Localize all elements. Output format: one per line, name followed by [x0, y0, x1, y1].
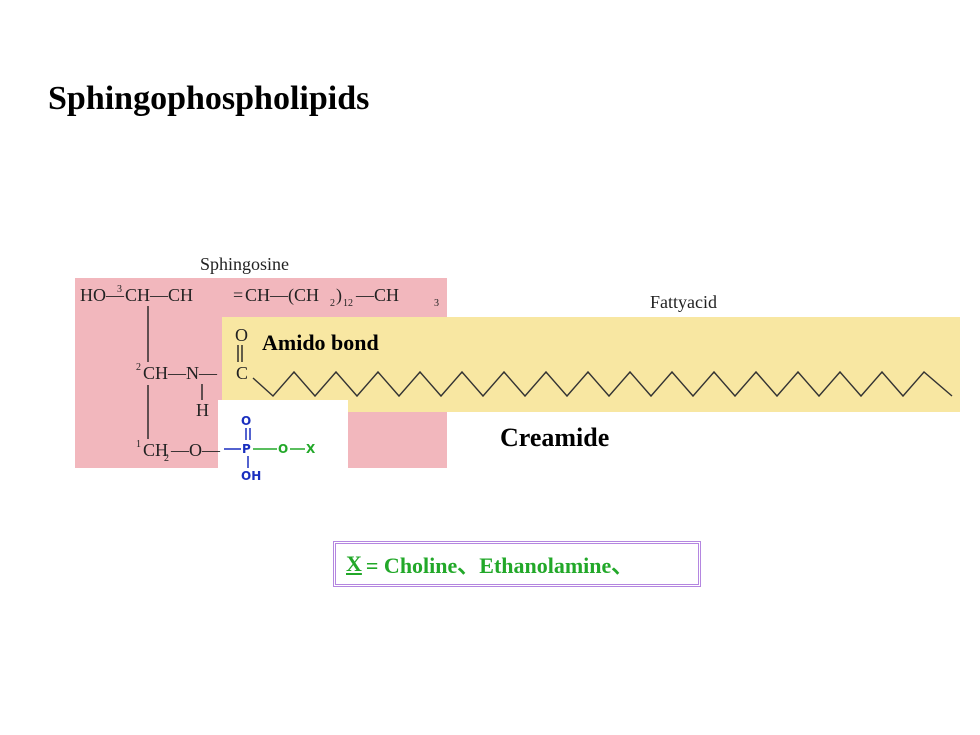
phosphate-x: X [306, 442, 316, 456]
phosphate-oh: OH [241, 469, 261, 483]
fatty-acid-chain [252, 370, 953, 398]
c1-locant: 1 [136, 439, 141, 450]
fatty-acid-highlight [222, 317, 960, 412]
row1-ch-b: CH—(CH [245, 285, 319, 306]
row3-sub2: 2 [164, 453, 169, 464]
row1-sub3: 3 [434, 298, 439, 309]
c2-locant: 2 [136, 362, 141, 373]
fatty-acid-label: Fattyacid [650, 292, 717, 312]
row1-close: ) [336, 285, 342, 306]
carbonyl-c: C [236, 363, 248, 383]
c3-locant: 3 [117, 284, 122, 295]
sphingosine-label: Sphingosine [200, 254, 290, 274]
row1-double-bond: = [233, 285, 243, 305]
phosphate-o-top: O [241, 414, 251, 428]
phosphate-o-right: O [278, 442, 288, 456]
substituent-definition-box: X = Choline、Ethanolamine、 [333, 541, 701, 587]
phosphate-background [218, 400, 348, 490]
row1-ch3: —CH [355, 285, 399, 305]
formula-text: = Choline、Ethanolamine、 [365, 553, 634, 578]
ho-group: HO— [80, 285, 125, 305]
row3-dash-o: —O— [170, 440, 221, 460]
row1-ch-a: CH—CH [125, 285, 193, 305]
amido-bond-label: Amido bond [262, 330, 379, 355]
phosphate-p: P [242, 442, 251, 456]
amide-h: H [196, 400, 209, 420]
ceramide-label: Creamide [500, 423, 610, 452]
row3-ch: CH [143, 440, 168, 460]
row1-sub12: 12 [343, 298, 353, 309]
formula-x: X [346, 551, 362, 576]
carbonyl-o: O [235, 325, 248, 345]
row2-ch-n: CH—N— [143, 363, 218, 383]
row1-sub2: 2 [330, 298, 335, 309]
slide-title: Sphingophospholipids [48, 80, 370, 117]
